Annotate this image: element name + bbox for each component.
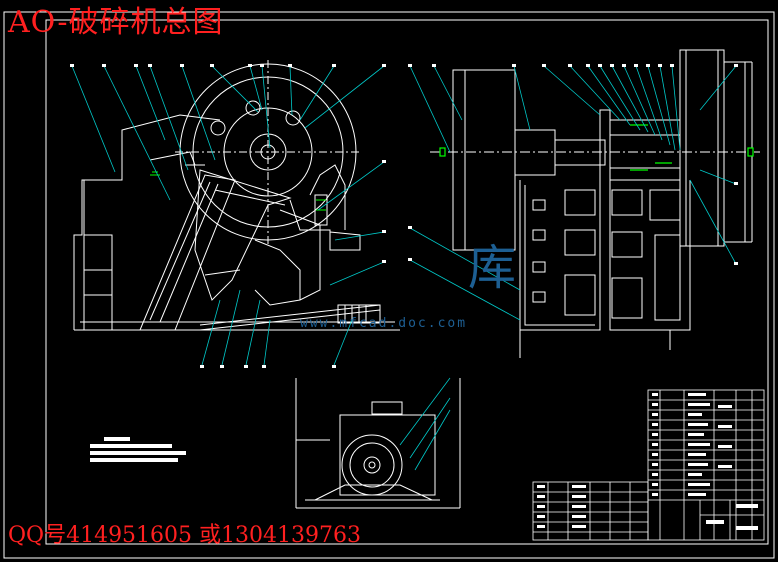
- front-view-hatching: [439, 124, 754, 171]
- technical-notes: [90, 437, 186, 462]
- parts-list-entries: [537, 393, 758, 530]
- parts-list-table: [532, 389, 765, 541]
- watermark-url: www.mfcad.doc.com: [300, 316, 468, 331]
- drawing-title: AO-破碎机总图: [8, 5, 224, 40]
- contact-info: QQ号414951605 或1304139763: [8, 523, 362, 548]
- outer-frame: [3, 11, 775, 559]
- side-view-leaders: [71, 65, 385, 366]
- front-view-balloons: [408, 64, 738, 265]
- motor-leaders: [399, 377, 451, 471]
- side-view-balloons: [70, 64, 386, 368]
- side-view-hatching: [150, 171, 326, 211]
- inner-frame: [45, 19, 769, 545]
- crusher-front-view: [430, 49, 760, 358]
- motor-view: [295, 378, 461, 509]
- front-view-leaders: [409, 65, 737, 321]
- watermark-glyph: 库: [468, 240, 517, 296]
- crusher-side-view: [73, 60, 400, 331]
